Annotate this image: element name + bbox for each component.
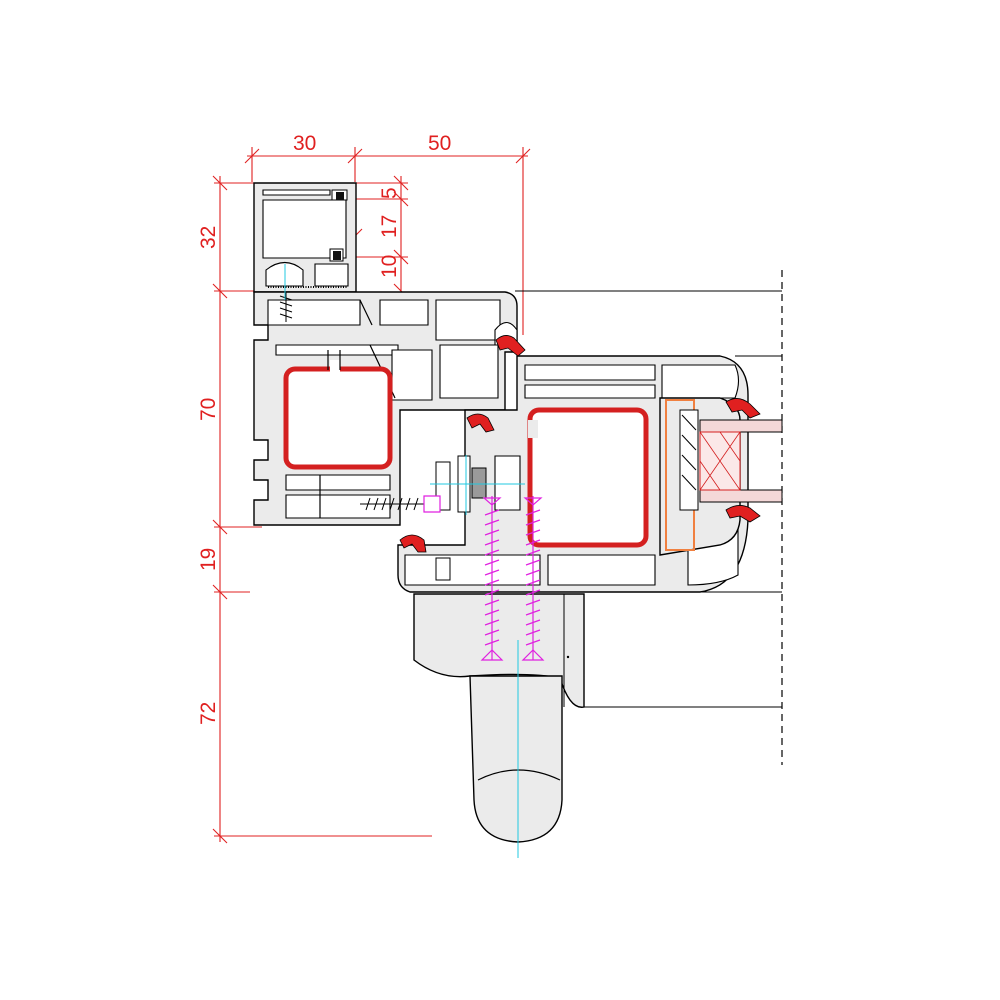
- dim-top-30: 30: [293, 132, 316, 155]
- dim-top-50: 50: [428, 132, 451, 155]
- dim-left-32: 32: [197, 226, 220, 249]
- frame-steel-reinforcement: [283, 366, 393, 470]
- sash-steel-reinforcement: [527, 407, 649, 548]
- outer-frame-profile: [253, 291, 518, 526]
- gaskets: [399, 335, 761, 553]
- dim-right-10: 10: [378, 255, 401, 278]
- top-adapter-profile: [253, 182, 357, 293]
- glazing-unit: [665, 399, 783, 551]
- centerlines: [284, 264, 570, 858]
- dim-right-17: 17: [378, 215, 401, 238]
- dim-left-19: 19: [197, 548, 220, 571]
- dim-left-72: 72: [197, 702, 220, 725]
- dim-right-5: 5: [378, 187, 401, 199]
- hardware-fitting: [435, 455, 521, 513]
- window-handle: [413, 593, 585, 843]
- sash-profile: [397, 355, 749, 593]
- dim-left-70: 70: [197, 398, 220, 421]
- screws: [279, 292, 545, 661]
